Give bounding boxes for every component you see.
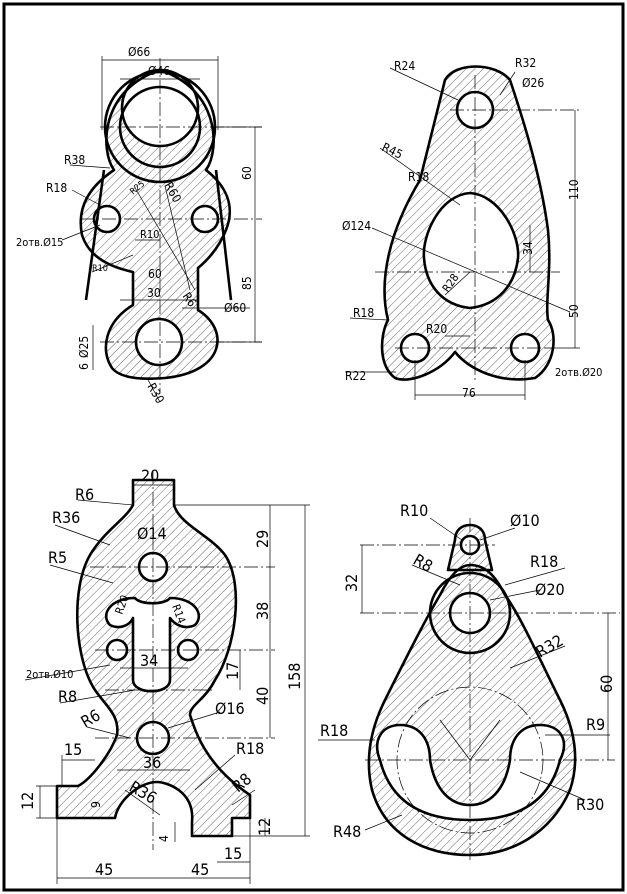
d4-label-r18b: R18 bbox=[320, 721, 348, 740]
d4-outline bbox=[367, 563, 577, 857]
d3-label-15b: 15 bbox=[224, 844, 242, 863]
d1-label-2holes15: 2отв.Ø15 bbox=[16, 236, 63, 249]
d3-label-r5: R5 bbox=[48, 548, 67, 567]
d1-label-60w: 60 bbox=[148, 267, 162, 281]
d3-label-2holes10: 2отв.Ø10 bbox=[26, 668, 73, 681]
d1-label-r30: R30 bbox=[144, 381, 167, 407]
d3-label-r14: R14 bbox=[169, 603, 188, 626]
d1-right-edge bbox=[214, 169, 233, 301]
d3-label-r6b: R6 bbox=[78, 705, 104, 731]
d2-label-r32: R32 bbox=[515, 56, 536, 70]
d1-label-dia46: Ø46 bbox=[148, 64, 170, 78]
d1-label-30: 30 bbox=[147, 286, 161, 300]
d2-label-r18: R18 bbox=[408, 170, 429, 184]
d2-label-34: 34 bbox=[521, 241, 535, 255]
d4-label-r48: R48 bbox=[333, 822, 361, 841]
d3-label-12a: 12 bbox=[18, 792, 37, 810]
d3-label-4: 4 bbox=[157, 835, 171, 842]
d4-label-r30: R30 bbox=[576, 795, 604, 814]
d2-label-r20: R20 bbox=[426, 322, 447, 336]
d1-label-r6: R6 bbox=[180, 290, 200, 310]
d1-label-6: 6 bbox=[77, 363, 91, 370]
drawing-1: Ø66 Ø46 R38 R18 R25 R60 2отв.Ø15 R10 R10… bbox=[16, 45, 262, 406]
drawing-3: 20 R6 R36 Ø14 29 R5 R20 R14 38 2отв.Ø10 … bbox=[18, 466, 310, 884]
d2-label-dia26: Ø26 bbox=[522, 76, 544, 90]
d3-label-40: 40 bbox=[253, 687, 272, 705]
d4-label-r18: R18 bbox=[530, 552, 558, 571]
d3-label-38: 38 bbox=[253, 602, 272, 620]
d1-label-85v: 85 bbox=[240, 276, 254, 290]
d1-label-r10a: R10 bbox=[140, 228, 159, 241]
drawing-2: R24 R32 Ø26 R45 R18 Ø124 110 34 R28 50 R… bbox=[342, 56, 602, 400]
d3-label-45b: 45 bbox=[191, 860, 209, 879]
d3-label-dia16: Ø16 bbox=[215, 699, 245, 718]
d2-label-r22: R22 bbox=[345, 369, 366, 383]
d3-label-dia14: Ø14 bbox=[137, 524, 167, 543]
d4-label-r10: R10 bbox=[400, 501, 428, 520]
d2-label-2holes20: 2отв.Ø20 bbox=[555, 366, 602, 379]
d1-left-edge bbox=[84, 169, 106, 301]
d3-label-45a: 45 bbox=[95, 860, 113, 879]
d3-label-17: 17 bbox=[223, 662, 242, 680]
d3-label-12b: 12 bbox=[255, 818, 274, 836]
d2-label-r45: R45 bbox=[380, 140, 405, 162]
d3-label-15a: 15 bbox=[64, 740, 82, 759]
d2-label-r24: R24 bbox=[394, 59, 415, 73]
d3-label-r8: R8 bbox=[58, 687, 77, 706]
drawing-4: R10 Ø10 R8 32 R18 Ø20 R32 60 R18 R9 R30 … bbox=[318, 501, 620, 860]
d3-label-158: 158 bbox=[285, 663, 304, 690]
d4-label-r9: R9 bbox=[586, 715, 605, 734]
d1-label-r18: R18 bbox=[46, 181, 67, 195]
d4-label-dia20: Ø20 bbox=[535, 580, 565, 599]
d1-label-r10b: R10 bbox=[92, 264, 108, 274]
d4-label-dia10: Ø10 bbox=[510, 511, 540, 530]
d4-label-32: 32 bbox=[342, 574, 361, 592]
d2-label-r18b: R18 bbox=[353, 306, 374, 320]
d3-label-r6: R6 bbox=[75, 485, 94, 504]
d2-label-76: 76 bbox=[462, 386, 476, 400]
d3-label-36: 36 bbox=[143, 753, 161, 772]
d3-label-29: 29 bbox=[253, 530, 272, 548]
d2-label-50: 50 bbox=[567, 304, 581, 318]
d3-label-r20: R20 bbox=[113, 593, 132, 616]
d3-label-r18: R18 bbox=[236, 739, 264, 758]
d1-label-r38: R38 bbox=[64, 153, 85, 167]
d1-label-dia25: Ø25 bbox=[77, 336, 91, 358]
d4-label-60: 60 bbox=[597, 675, 616, 693]
d3-label-20: 20 bbox=[141, 466, 159, 485]
d1-label-dia66: Ø66 bbox=[128, 45, 150, 59]
d1-label-60v: 60 bbox=[240, 166, 254, 180]
d2-label-110: 110 bbox=[567, 179, 581, 200]
d2-label-r28: R28 bbox=[440, 271, 462, 294]
d2-label-dia124: Ø124 bbox=[342, 219, 371, 233]
d2-outline bbox=[380, 65, 555, 381]
d3-label-r36: R36 bbox=[52, 508, 80, 527]
d1-label-dia60: Ø60 bbox=[224, 301, 246, 315]
d3-label-9: 9 bbox=[89, 801, 103, 808]
d1-outline bbox=[79, 68, 231, 380]
d3-label-34: 34 bbox=[140, 651, 158, 670]
d4-label-r8: R8 bbox=[410, 550, 436, 576]
